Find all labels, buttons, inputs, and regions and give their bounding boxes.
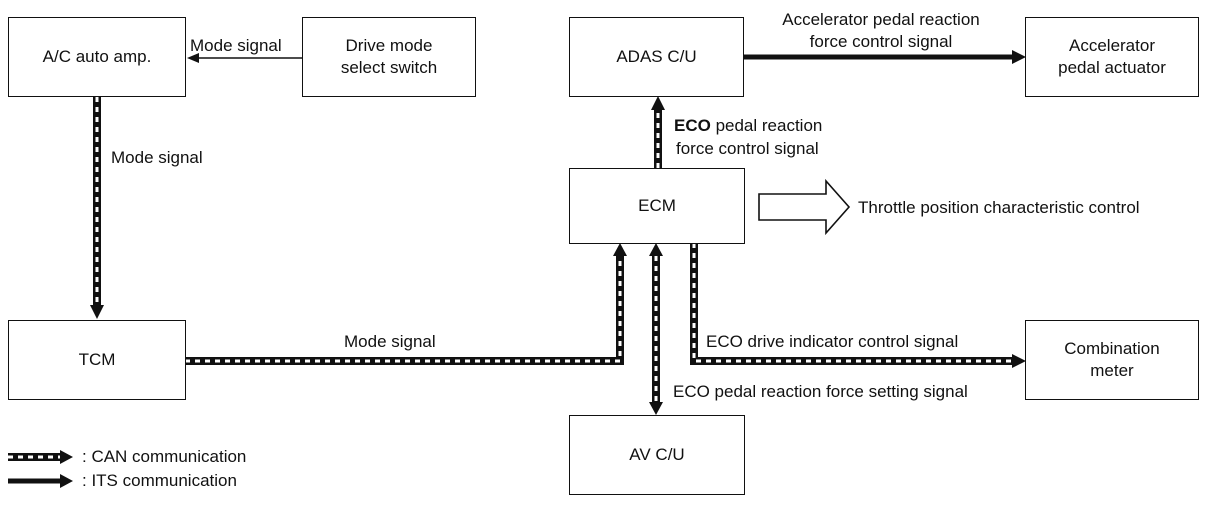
legend-can-label: : CAN communication xyxy=(82,447,247,466)
eco-bold-word: ECO xyxy=(674,116,711,135)
mode-signal-left-label: Mode signal xyxy=(111,148,203,167)
can-line-tcm-to-ecm xyxy=(185,243,627,365)
combination-meter-box: Combination meter xyxy=(1025,320,1199,400)
drive-mode-switch-box: Drive mode select switch xyxy=(302,17,476,97)
av-cu-box: AV C/U xyxy=(569,415,745,495)
legend-can-sample xyxy=(8,450,73,464)
can-line-ecm-av xyxy=(649,243,663,415)
accelerator-pedal-actuator-label: Accelerator pedal actuator xyxy=(1058,36,1166,77)
av-cu-label: AV C/U xyxy=(629,445,685,464)
eco-pedal-reaction-signal-label: ECO pedal reaction xyxy=(674,115,822,137)
can-line-ecm-to-meter xyxy=(690,243,1026,368)
tcm-label: TCM xyxy=(78,350,116,369)
mode-signal-top-label: Mode signal xyxy=(190,36,282,55)
adas-cu-box: ADAS C/U xyxy=(569,17,744,97)
legend-its-label: : ITS communication xyxy=(82,471,237,490)
combination-meter-label: Combination meter xyxy=(1064,339,1160,380)
mode-signal-arrow-top xyxy=(187,53,302,63)
ac-auto-amp-box: A/C auto amp. xyxy=(8,17,186,97)
can-line-ecm-to-adas xyxy=(651,96,665,168)
ecm-box: ECM xyxy=(569,168,745,244)
eco-pedal-setting-signal-label: ECO pedal reaction force setting signal xyxy=(673,382,968,401)
its-line-adas-to-actuator xyxy=(743,50,1026,64)
throttle-control-hollow-arrow xyxy=(758,178,851,236)
accel-reaction-signal-label: Accelerator pedal reaction force control… xyxy=(782,10,980,51)
mode-signal-tcm-label: Mode signal xyxy=(344,332,436,351)
ecm-label: ECM xyxy=(638,196,676,215)
accelerator-pedal-actuator-box: Accelerator pedal actuator xyxy=(1025,17,1199,97)
eco-pedal-reaction-rest: pedal reaction xyxy=(710,116,823,135)
ac-auto-amp-label: A/C auto amp. xyxy=(42,47,152,66)
eco-pedal-reaction-signal-line2: force control signal xyxy=(676,139,819,158)
adas-cu-label: ADAS C/U xyxy=(616,47,697,66)
legend-its-sample xyxy=(8,474,73,488)
tcm-box: TCM xyxy=(8,320,186,400)
eco-drive-indicator-signal-label: ECO drive indicator control signal xyxy=(706,332,959,351)
throttle-control-label: Throttle position characteristic control xyxy=(858,198,1140,217)
can-line-ac-to-tcm xyxy=(90,97,104,319)
drive-mode-switch-label: Drive mode select switch xyxy=(340,36,438,77)
